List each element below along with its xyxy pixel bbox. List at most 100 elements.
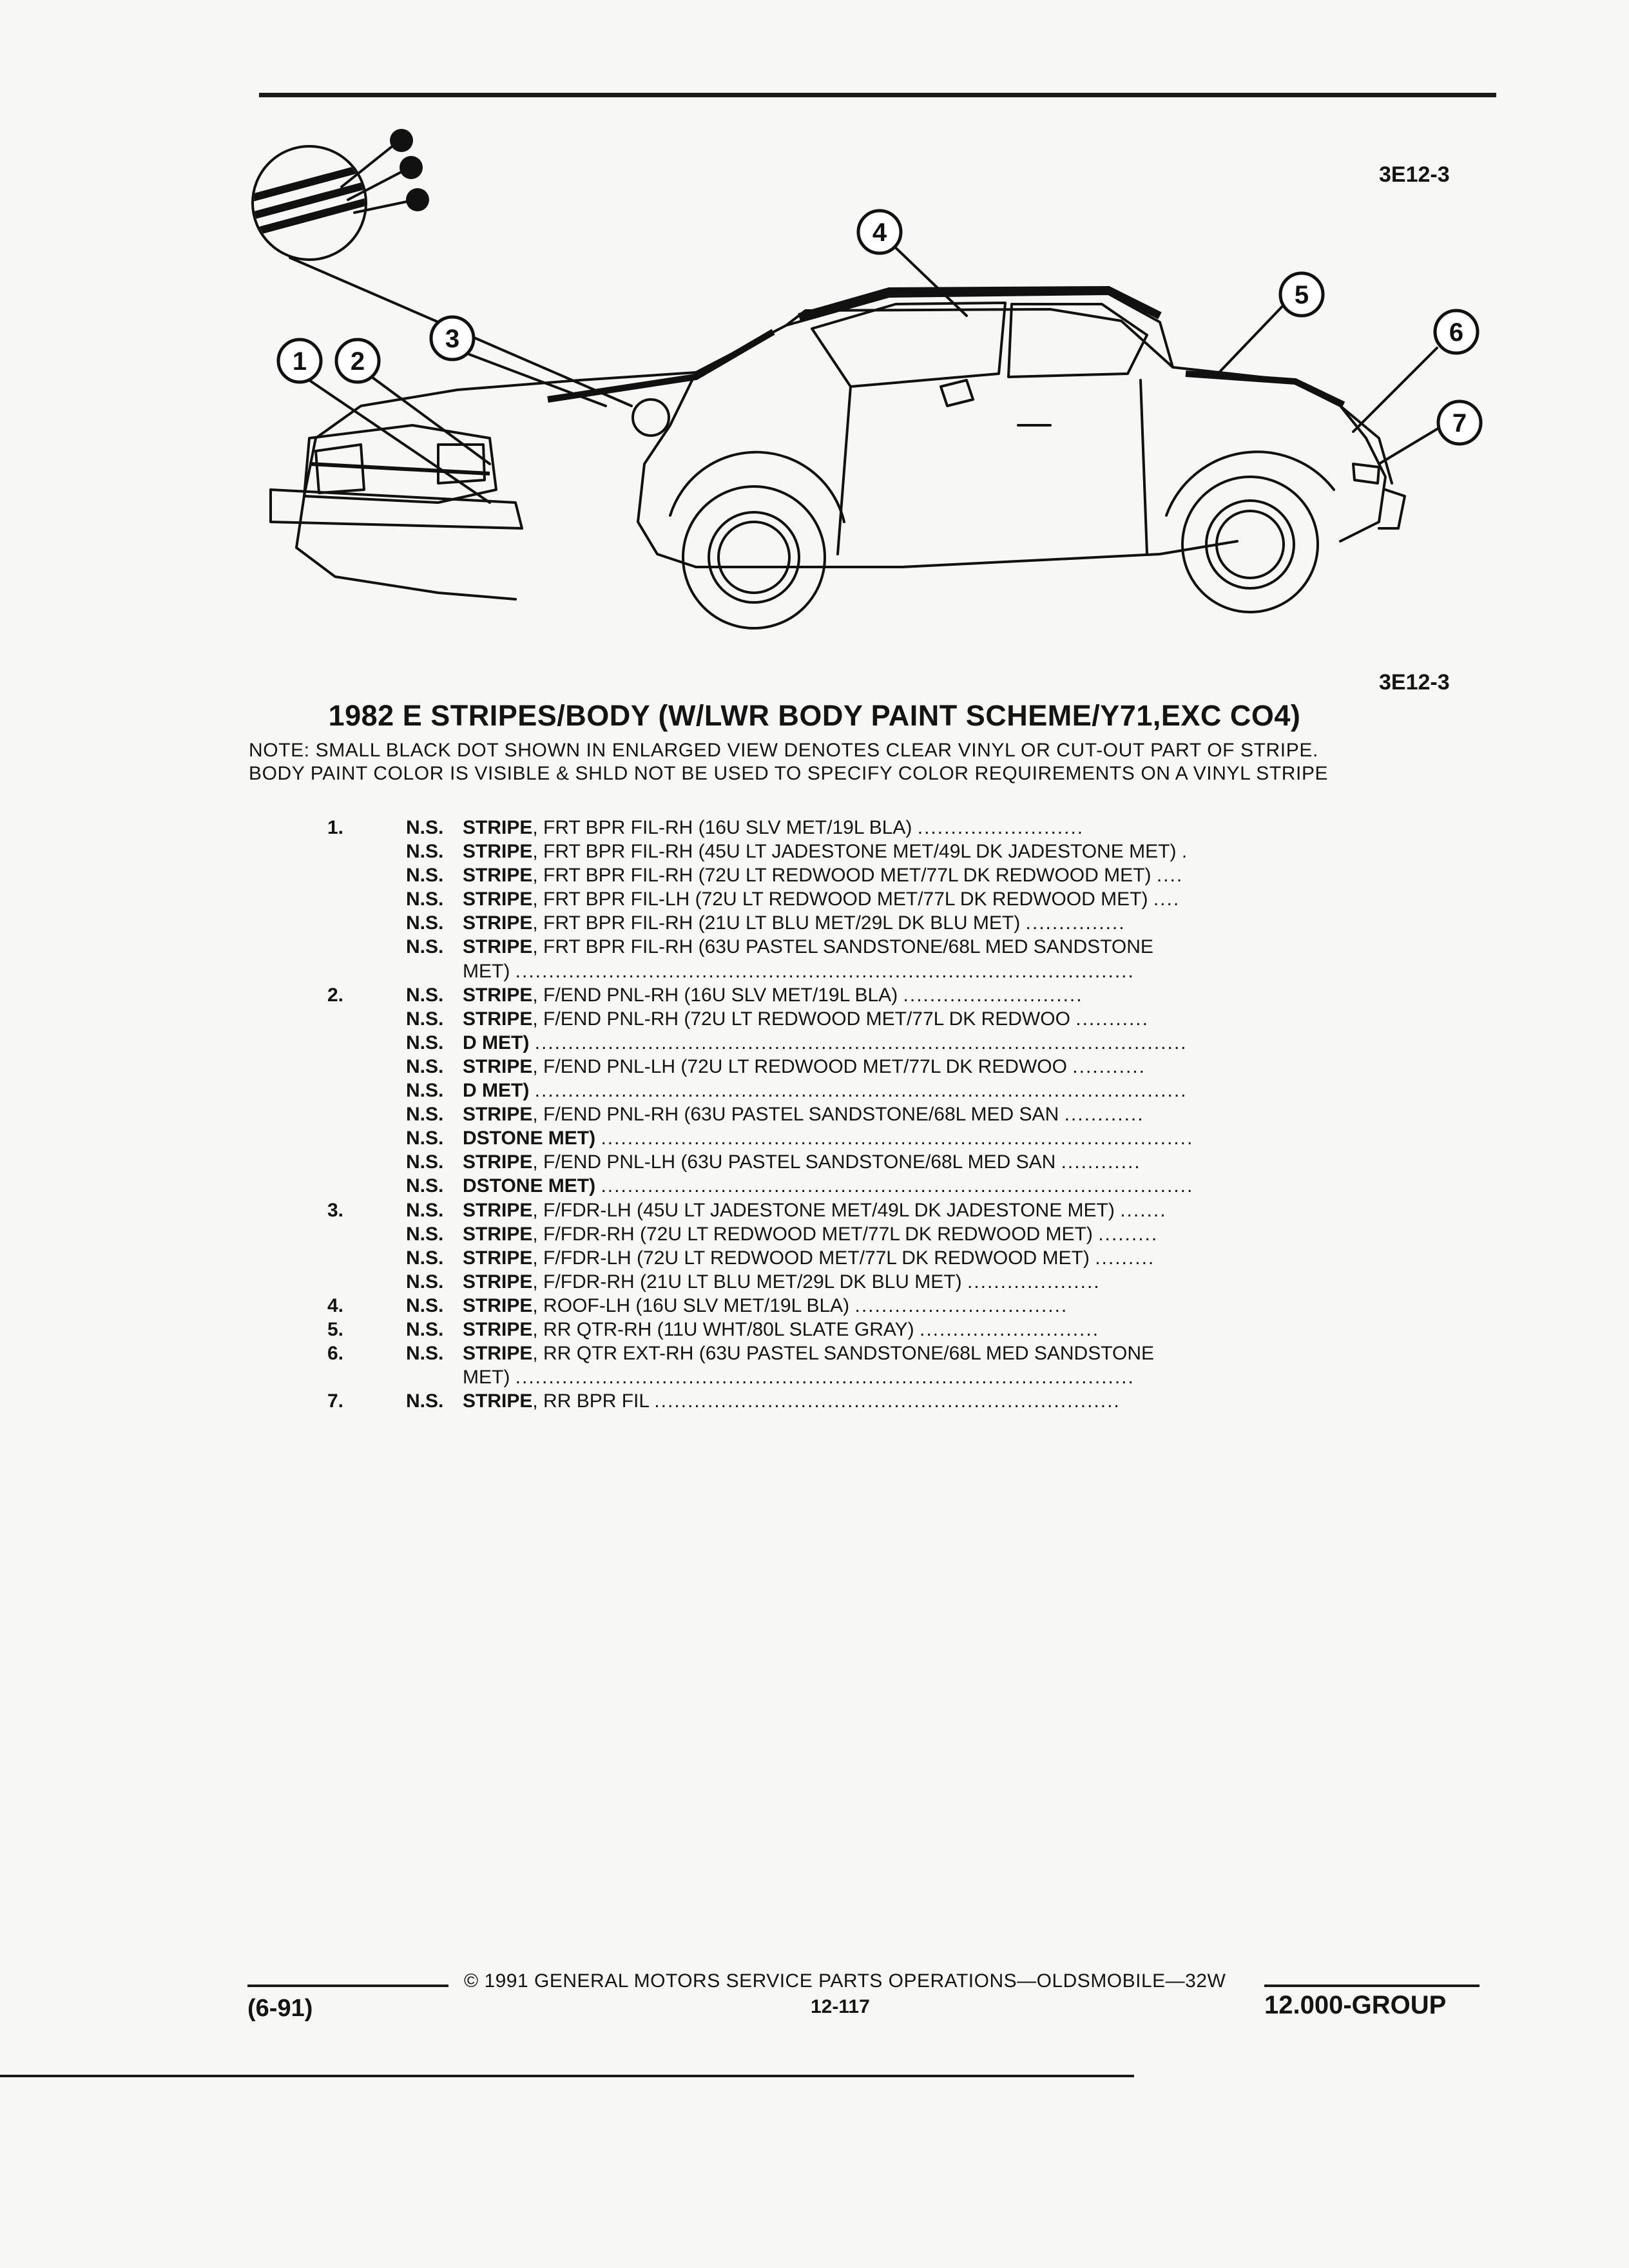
callout-3: 3 bbox=[445, 325, 459, 353]
part-detail: , ROOF-LH (16U SLV MET/19L BLA) bbox=[532, 1294, 850, 1316]
leader-dots: ........................................… bbox=[534, 1032, 1188, 1053]
part-detail: , RR QTR-RH (11U WHT/80L SLATE GRAY) bbox=[532, 1318, 914, 1340]
callout-7: 7 bbox=[1452, 409, 1467, 437]
part-row: N.S.STRIPE, FRT BPR FIL-RH (45U LT JADES… bbox=[316, 841, 1360, 865]
part-row: N.S.STRIPE, F/END PNL-RH (63U PASTEL SAN… bbox=[316, 1104, 1360, 1128]
part-row: N.S.DSTONE MET) ........................… bbox=[316, 1175, 1360, 1199]
part-detail: , F/END PNL-LH (63U PASTEL SANDSTONE/68L… bbox=[532, 1151, 1056, 1173]
part-name: DSTONE MET) bbox=[463, 1175, 596, 1197]
part-name: STRIPE bbox=[463, 841, 533, 863]
ns-marker: N.S. bbox=[406, 1199, 444, 1221]
part-description: STRIPE, RR QTR-RH (11U WHT/80L SLATE GRA… bbox=[463, 1319, 1099, 1341]
ns-marker: N.S. bbox=[406, 1055, 444, 1077]
callout-6: 6 bbox=[1449, 318, 1463, 347]
part-row: N.S.STRIPE, F/FDR-LH (72U LT REDWOOD MET… bbox=[316, 1247, 1360, 1271]
part-row: N.S. D MET) .............................… bbox=[316, 1032, 1360, 1056]
leader-dots: .... bbox=[1153, 889, 1181, 910]
leader-dots: ........................................… bbox=[601, 1175, 1194, 1197]
leader-dots: ............... bbox=[1025, 912, 1126, 934]
ns-marker: N.S. bbox=[406, 936, 444, 958]
callout-5: 5 bbox=[1295, 281, 1309, 309]
leader-dots: ............ bbox=[1064, 1104, 1144, 1126]
ns-marker: N.S. bbox=[406, 984, 444, 1006]
leader-dots: ........................................… bbox=[534, 1080, 1188, 1102]
ns-marker: N.S. bbox=[406, 1008, 444, 1030]
part-detail: , FRT BPR FIL-RH (72U LT REDWOOD MET/77L… bbox=[532, 865, 1152, 887]
part-detail: , FRT BPR FIL-RH (63U PASTEL SANDSTONE/6… bbox=[532, 936, 1153, 958]
part-description: D MET) .................................… bbox=[463, 1080, 1188, 1102]
part-row: N.S.STRIPE, FRT BPR FIL-LH (72U LT REDWO… bbox=[316, 889, 1360, 912]
part-description: STRIPE, FRT BPR FIL-RH (72U LT REDWOOD M… bbox=[463, 865, 1183, 887]
part-detail: , F/FDR-LH (45U LT JADESTONE MET/49L DK … bbox=[532, 1199, 1115, 1221]
ns-marker: N.S. bbox=[406, 1343, 444, 1365]
callout-2: 2 bbox=[351, 347, 365, 376]
leader-dots: .................... bbox=[967, 1271, 1101, 1293]
part-description: STRIPE, F/END PNL-LH (63U PASTEL SANDSTO… bbox=[463, 1151, 1141, 1173]
part-name: STRIPE bbox=[463, 1343, 533, 1365]
leader-dots: ........................................… bbox=[515, 960, 1135, 982]
car-stripe-illustration: 1 2 3 4 5 6 7 bbox=[251, 129, 1483, 629]
item-number: 2. bbox=[327, 984, 344, 1006]
part-detail: , RR BPR FIL bbox=[532, 1390, 649, 1412]
part-description: MET) ...................................… bbox=[463, 961, 1135, 983]
part-description: STRIPE, FRT BPR FIL-LH (72U LT REDWOOD M… bbox=[463, 889, 1180, 910]
part-detail: , FRT BPR FIL-RH (21U LT BLU MET/29L DK … bbox=[532, 912, 1021, 934]
part-detail: MET) bbox=[463, 960, 510, 982]
part-row: 1.N.S.STRIPE, FRT BPR FIL-RH (16U SLV ME… bbox=[316, 817, 1360, 841]
part-name: STRIPE bbox=[463, 1294, 533, 1316]
leader-dots: ........................... bbox=[920, 1318, 1100, 1340]
part-name: DSTONE MET) bbox=[463, 1128, 596, 1149]
part-row: N.S. STRIPE, F/END PNL-LH (72U LT REDWOOD… bbox=[316, 1056, 1360, 1080]
part-row: 2.N.S.STRIPE, F/END PNL-RH (16U SLV MET/… bbox=[316, 985, 1360, 1008]
note-line-2: BODY PAINT COLOR IS VISIBLE & SHLD NOT B… bbox=[249, 763, 1329, 784]
leader-dots: ........................................… bbox=[601, 1128, 1194, 1149]
item-number: 7. bbox=[327, 1390, 344, 1412]
ns-marker: N.S. bbox=[406, 865, 444, 887]
part-name: STRIPE bbox=[463, 1390, 533, 1412]
part-detail: , F/FDR-LH (72U LT REDWOOD MET/77L DK RE… bbox=[532, 1247, 1090, 1269]
illustration-ref-bottom: 3E12-3 bbox=[1379, 670, 1450, 695]
ns-marker: N.S. bbox=[406, 1032, 444, 1053]
part-name: STRIPE bbox=[463, 1008, 533, 1030]
leader-dots: ........................................… bbox=[515, 1367, 1135, 1389]
part-description: STRIPE, RR QTR EXT-RH (63U PASTEL SANDST… bbox=[463, 1343, 1154, 1365]
part-name: D MET) bbox=[463, 1080, 530, 1102]
part-row: N.S.STRIPE, FRT BPR FIL-RH (63U PASTEL S… bbox=[316, 936, 1360, 960]
illustration-ref-top: 3E12-3 bbox=[1379, 162, 1450, 187]
part-description: STRIPE, F/END PNL-RH (72U LT REDWOOD MET… bbox=[463, 1008, 1149, 1030]
ns-marker: N.S. bbox=[406, 1104, 444, 1126]
part-detail: , RR QTR EXT-RH (63U PASTEL SANDSTONE/68… bbox=[532, 1343, 1155, 1365]
leader-dots: ........... bbox=[1072, 1055, 1146, 1077]
part-description: STRIPE, RR BPR FIL .....................… bbox=[463, 1390, 1121, 1412]
part-row: 7.N.S.STRIPE, RR BPR FIL ...............… bbox=[316, 1390, 1360, 1414]
leader-dots: .... bbox=[1156, 865, 1184, 887]
part-row: 4.N.S.STRIPE, ROOF-LH (16U SLV MET/19L B… bbox=[316, 1295, 1360, 1319]
footer-copyright: © 1991 GENERAL MOTORS SERVICE PARTS OPER… bbox=[464, 1970, 1226, 1992]
part-row: N.S.STRIPE, F/END PNL-LH (63U PASTEL SAN… bbox=[316, 1151, 1360, 1175]
part-row: N.S.STRIPE, F/FDR-RH (72U LT REDWOOD MET… bbox=[316, 1224, 1360, 1247]
leader-dots: ........................................… bbox=[654, 1390, 1121, 1412]
part-description: STRIPE, F/END PNL-LH (72U LT REDWOOD MET… bbox=[463, 1056, 1146, 1078]
part-row: 6. N.S. STRIPE, RR QTR EXT-RH (63U PASTEL … bbox=[316, 1343, 1360, 1367]
item-number: 5. bbox=[327, 1318, 344, 1340]
part-row: MET) ...................................… bbox=[316, 961, 1360, 985]
part-name: STRIPE bbox=[463, 1199, 533, 1221]
ns-marker: N.S. bbox=[406, 912, 444, 934]
ns-marker: N.S. bbox=[406, 1080, 444, 1102]
part-detail: , F/FDR-RH (72U LT REDWOOD MET/77L DK RE… bbox=[532, 1223, 1093, 1245]
part-detail: MET) bbox=[463, 1367, 510, 1389]
leader-dots: ................................ bbox=[854, 1294, 1068, 1316]
part-row: N.S. D MET) .............................… bbox=[316, 1080, 1360, 1104]
part-detail: , FRT BPR FIL-LH (72U LT REDWOOD MET/77L… bbox=[532, 889, 1148, 910]
ns-marker: N.S. bbox=[406, 1271, 444, 1293]
item-number: 6. bbox=[327, 1343, 344, 1365]
part-description: STRIPE, F/FDR-LH (72U LT REDWOOD MET/77L… bbox=[463, 1247, 1155, 1269]
part-description: STRIPE, FRT BPR FIL-RH (16U SLV MET/19L … bbox=[463, 817, 1084, 839]
part-detail: , F/END PNL-RH (63U PASTEL SANDSTONE/68L… bbox=[532, 1104, 1059, 1126]
item-number: 3. bbox=[327, 1199, 344, 1221]
callout-4: 4 bbox=[872, 218, 887, 247]
part-name: STRIPE bbox=[463, 1247, 533, 1269]
part-name: D MET) bbox=[463, 1032, 530, 1053]
part-description: STRIPE, F/FDR-RH (21U LT BLU MET/29L DK … bbox=[463, 1271, 1101, 1293]
bottom-rule bbox=[0, 2075, 1134, 2077]
